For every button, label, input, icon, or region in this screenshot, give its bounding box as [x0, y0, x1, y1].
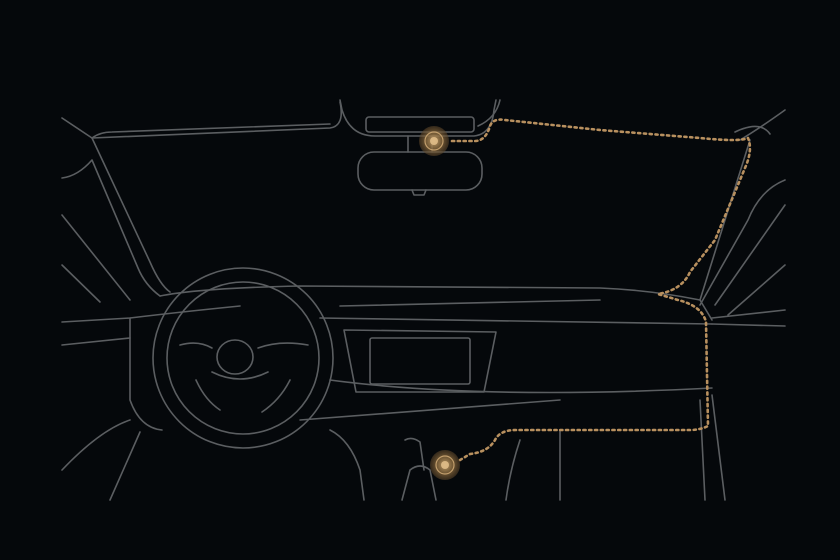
rearview-mirror — [339, 99, 497, 196]
center-console-screen — [343, 329, 497, 393]
windshield-frame — [61, 99, 786, 141]
dashcam-front-icon — [419, 126, 449, 156]
steering-wheel — [152, 267, 334, 449]
cable-route — [450, 118, 752, 462]
dashcam-power-port-icon — [430, 450, 460, 480]
left-a-pillar — [61, 137, 171, 303]
lower-console — [329, 394, 726, 501]
right-a-pillar — [699, 139, 786, 316]
